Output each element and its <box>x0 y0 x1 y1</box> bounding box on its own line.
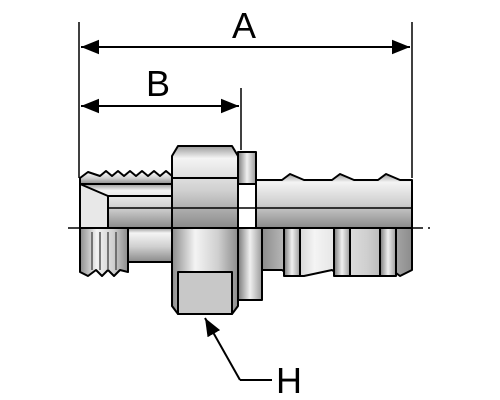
extension-lines <box>78 22 413 178</box>
fitting-body <box>79 145 413 315</box>
thread-grooves <box>91 232 117 270</box>
rib-3 <box>379 227 397 277</box>
rib-2 <box>333 227 351 277</box>
dimension-label-a: A <box>232 5 256 46</box>
hex-nut-top <box>171 145 239 229</box>
dimension-label-h: H <box>276 360 302 400</box>
hose-tail-upper <box>255 173 413 229</box>
hose-tail-ribs <box>283 227 397 277</box>
dimension-label-b: B <box>146 63 170 104</box>
leader-line-h-diagonal <box>204 317 241 381</box>
retaining-ring-top <box>237 151 257 185</box>
thread-bottom-section <box>79 227 129 277</box>
rib-1 <box>283 227 301 277</box>
retaining-ring-bottom <box>237 227 263 301</box>
hex-nut-face <box>177 271 233 315</box>
thread-inner-bore <box>127 227 179 263</box>
thread-top-silhouette <box>79 170 179 185</box>
